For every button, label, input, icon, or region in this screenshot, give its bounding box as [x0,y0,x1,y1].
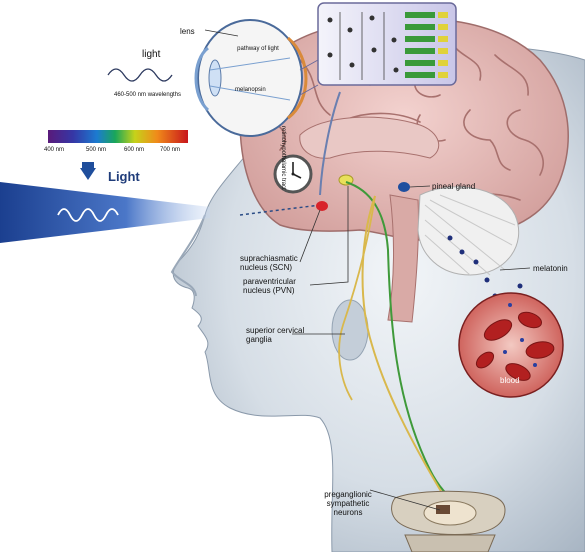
small-light-wave [107,68,173,82]
neuron-cells [327,15,399,73]
lens-leader [204,29,239,37]
light-big-label: Light [108,169,140,184]
light-arrow-stem [82,162,94,168]
red-blood-cells [475,311,555,381]
pathway-of-light-label: pathway of light [237,46,279,52]
scn-label: suprachiasmatic nucleus (SCN) [240,254,298,272]
neuron-panel [317,2,457,86]
ear [331,299,369,361]
beam-wave [57,208,119,222]
photoreceptors [405,12,448,78]
neuron-columns [339,12,385,80]
optic-path [239,204,321,216]
inner-brain [299,116,440,159]
nerve-green [345,181,461,506]
spectrum-tick-400: 400 nm [44,147,65,153]
light-arrow-icon [80,168,96,180]
pineal-gland [398,182,410,192]
pineal-gland-label: pineal gland [432,182,476,191]
blood-label: blood [500,376,520,385]
spectrum-tick-600: 600 nm [124,147,145,153]
light-path-line-2 [209,85,291,101]
retina [287,36,308,120]
spectrum-tick-700: 700 nm [160,147,181,153]
nerve-yellow-branch [338,195,376,401]
spinal-marker [436,505,450,514]
light-small-label: light [142,49,161,60]
cerebellum-folia [424,194,516,276]
melanopsin-label: melanopsin [235,87,266,93]
cerebellum [417,186,520,276]
light-path-line [209,57,291,71]
wavelengths-label: 460-500 nm wavelengths [114,92,182,98]
melatonin-label: melatonin [533,264,568,273]
scn-nucleus [316,201,328,211]
face-shading [170,214,206,297]
light-beam [0,182,210,243]
spinal-vertebra [404,534,496,553]
eyeball [197,19,303,137]
blood-melatonin [503,303,537,367]
retinohypothalamic-tract [319,91,341,196]
spectrum-bar [48,130,188,143]
clock-center [291,172,295,176]
spectrum-tick-500: 500 nm [86,147,107,153]
superior-cervical-ganglia-label: superior cervical ganglia [246,326,305,344]
pvn-label: paraventricular nucleus (PVN) [243,277,296,295]
preganglionic-neurons-label: preganglionic sympathetic neurons [324,490,372,517]
panel-connector [299,59,319,96]
retinohypothalamic-tract-label: retinohypothalamic tract [280,126,286,190]
cornea [194,46,210,112]
eye-lens [208,59,222,97]
lens-label: lens [180,27,195,36]
leader-lines [292,185,531,511]
